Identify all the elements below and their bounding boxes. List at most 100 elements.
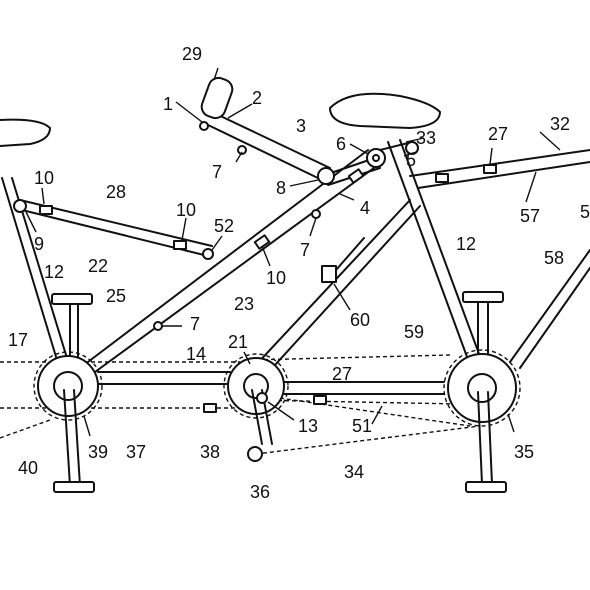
front-pedal-bottom (53, 481, 95, 493)
clamp-57-join (347, 168, 365, 184)
pivot-9 (13, 199, 27, 213)
label-23: 23 (234, 294, 254, 314)
rear-crank-a (477, 391, 483, 485)
front-chainring-teeth (33, 351, 103, 421)
leader-5 (403, 151, 417, 157)
label-21: 21 (228, 332, 248, 352)
label-9: 9 (34, 234, 44, 254)
leader-32 (539, 131, 561, 151)
pivot-8 (317, 167, 335, 185)
rear-chainring-teeth (443, 349, 521, 427)
label-34: 34 (344, 462, 364, 482)
grip-29 (200, 76, 234, 120)
clamp-27-mid (313, 395, 327, 405)
leader-52 (211, 235, 223, 251)
chain-51-diag (265, 395, 471, 427)
middle-tube-60a (239, 199, 411, 383)
leader-51 (371, 405, 383, 425)
leader-33 (405, 137, 425, 143)
label-6: 6 (336, 134, 346, 154)
cranks (53, 389, 507, 493)
leader-21 (243, 351, 251, 365)
rear-chainring (447, 353, 517, 423)
label-27-mid: 27 (332, 364, 352, 384)
label-27-top: 27 (488, 124, 508, 144)
chain-rear-lower (249, 399, 461, 405)
clamps (13, 121, 497, 413)
leader-57 (525, 171, 537, 203)
rear-down-tube-58 (509, 249, 590, 363)
chainrings (33, 349, 521, 427)
diagonal-tube-upper (79, 149, 369, 369)
lever-60-body (321, 265, 337, 283)
clamp-10-c (253, 234, 271, 250)
clamp-27-top (483, 164, 497, 174)
leader-1 (175, 101, 203, 123)
connector-13 (256, 392, 268, 404)
label-13: 13 (298, 416, 318, 436)
label-33: 33 (416, 128, 436, 148)
label-17: 17 (8, 330, 28, 350)
pivot-52 (202, 248, 214, 260)
rear-top-tube-lower (417, 161, 590, 189)
leader-10c (261, 245, 271, 267)
leader-9 (25, 211, 37, 233)
rear-top-tube-upper (409, 149, 590, 177)
chain-51-top (249, 354, 451, 361)
label-3: 3 (296, 116, 306, 136)
label-7-mid: 7 (300, 240, 310, 260)
labels: 29 1 2 3 7 8 6 33 5 27 32 57 5 4 10 28 1… (8, 44, 590, 502)
label-51: 51 (352, 416, 372, 436)
front-crank-a (63, 389, 71, 487)
bolt-1 (199, 121, 209, 131)
rear-saddle (329, 92, 441, 129)
chain-40 (0, 419, 51, 439)
left-seat-tube (1, 177, 61, 371)
leader-2 (227, 103, 253, 119)
stem-tube-lower (205, 123, 323, 181)
label-10-mid: 10 (176, 200, 196, 220)
label-7-top: 7 (212, 162, 222, 182)
middle-chainring-teeth (223, 353, 289, 419)
leader-10a (41, 187, 45, 205)
middle-tube-60b (253, 205, 421, 389)
label-10-left: 10 (34, 168, 54, 188)
label-8: 8 (276, 178, 286, 198)
right-seat-tube-inner (399, 139, 483, 363)
label-10-lower: 10 (266, 268, 286, 288)
leader-7b (309, 217, 317, 237)
label-22: 22 (88, 256, 108, 276)
label-29: 29 (182, 44, 202, 64)
label-4: 4 (360, 198, 370, 218)
front-chainring-hub (53, 371, 83, 401)
pivot-6-inner (372, 154, 380, 162)
leader-35 (507, 413, 515, 433)
label-12-right: 12 (456, 234, 476, 254)
frame (0, 76, 590, 395)
lever-60 (335, 237, 365, 271)
label-38: 38 (200, 442, 220, 462)
label-12-left: 12 (44, 262, 64, 282)
label-36: 36 (250, 482, 270, 502)
front-saddle (0, 118, 51, 147)
leader-60 (333, 283, 351, 311)
front-crank-b (73, 389, 81, 487)
label-2: 2 (252, 88, 262, 108)
front-chainring (37, 355, 99, 417)
leaders (25, 67, 561, 437)
leader-29 (213, 67, 219, 81)
label-32: 32 (550, 114, 570, 134)
label-35: 35 (514, 442, 534, 462)
front-pedal-top (51, 293, 93, 305)
leader-10b (181, 217, 187, 241)
middle-crank-a (251, 389, 263, 445)
leader-7a (235, 151, 243, 163)
label-52: 52 (214, 216, 234, 236)
rear-down-tube-58b (519, 267, 590, 369)
clamp-10-a (39, 205, 53, 215)
diagonal-tube-lower (94, 161, 383, 373)
leader-13 (267, 401, 295, 421)
leader-8 (289, 179, 319, 187)
clamp-rear-top (435, 173, 449, 183)
